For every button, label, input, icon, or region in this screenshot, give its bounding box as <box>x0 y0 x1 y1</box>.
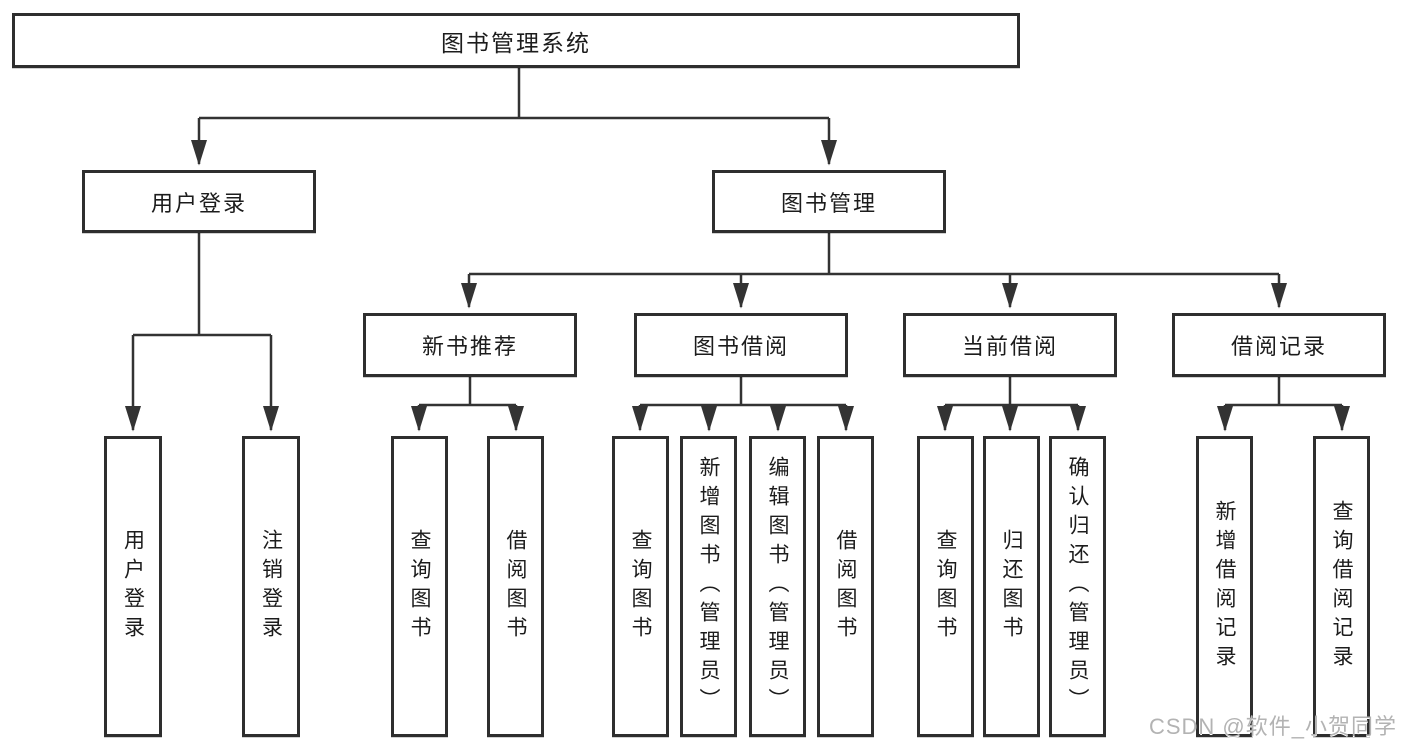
node-edit-books-admin: 编辑图书（管理员） <box>749 436 806 737</box>
node-borrow-books: 借阅图书 <box>817 436 874 737</box>
node-borrow-books-recommend: 借阅图书 <box>487 436 544 737</box>
node-root-library-system: 图书管理系统 <box>12 13 1020 68</box>
node-label: 借阅图书 <box>834 528 857 645</box>
node-query-books-borrow: 查询图书 <box>612 436 669 737</box>
node-label: 查询图书 <box>408 528 431 645</box>
node-confirm-return-admin: 确认归还（管理员） <box>1049 436 1106 737</box>
node-book-borrow: 图书借阅 <box>634 313 848 377</box>
node-label: 当前借阅 <box>961 334 1058 359</box>
node-label: 图书借阅 <box>692 334 789 359</box>
node-label: 用户登录 <box>150 190 247 216</box>
node-label: 归还图书 <box>1000 528 1023 645</box>
node-user-login: 用户登录 <box>82 170 316 233</box>
node-query-borrow-record: 查询借阅记录 <box>1313 436 1370 737</box>
node-add-borrow-record: 新增借阅记录 <box>1196 436 1253 737</box>
node-user-login-leaf: 用户登录 <box>104 436 162 737</box>
node-label: 注销登录 <box>259 528 283 645</box>
node-label: 查询借阅记录 <box>1330 499 1353 674</box>
node-label: 图书管理 <box>780 190 877 216</box>
node-current-borrow: 当前借阅 <box>903 313 1117 377</box>
csdn-watermark: CSDN @软件_小贺同学 <box>1148 714 1397 739</box>
node-label: 新书推荐 <box>421 334 518 359</box>
node-book-management: 图书管理 <box>712 170 946 233</box>
node-logout: 注销登录 <box>242 436 300 737</box>
node-borrow-records: 借阅记录 <box>1172 313 1386 377</box>
node-label: 新增借阅记录 <box>1213 499 1236 674</box>
node-label: 图书管理系统 <box>441 29 591 56</box>
node-query-books-current: 查询图书 <box>917 436 974 737</box>
node-label: 借阅记录 <box>1230 334 1327 359</box>
node-query-books-recommend: 查询图书 <box>391 436 448 737</box>
node-label: 借阅图书 <box>504 528 527 645</box>
node-label: 确认归还（管理员） <box>1066 456 1089 717</box>
node-label: 用户登录 <box>121 528 145 645</box>
node-label: 查询图书 <box>629 528 652 645</box>
node-add-books-admin: 新增图书（管理员） <box>680 436 737 737</box>
node-label: 查询图书 <box>934 528 957 645</box>
node-label: 新增图书（管理员） <box>697 456 720 717</box>
node-new-book-recommend: 新书推荐 <box>363 313 577 377</box>
node-return-books: 归还图书 <box>983 436 1040 737</box>
node-label: 编辑图书（管理员） <box>766 456 789 717</box>
